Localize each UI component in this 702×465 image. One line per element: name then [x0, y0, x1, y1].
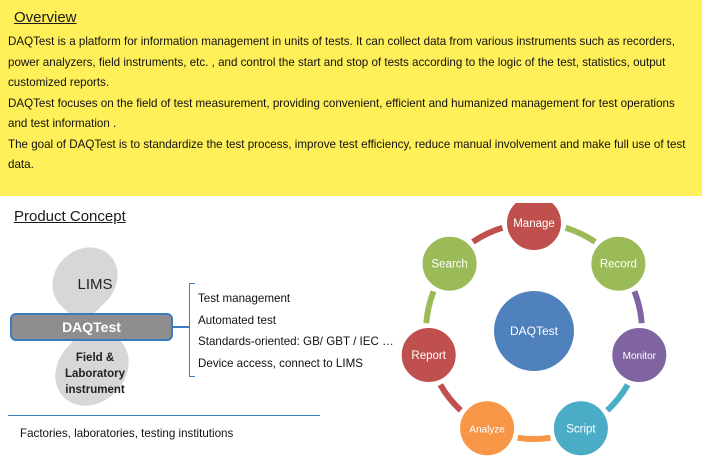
cycle-arc — [437, 383, 463, 413]
cycle-node-record — [589, 234, 648, 293]
cycle-arc — [605, 383, 631, 413]
cycle-node-label: Report — [411, 350, 446, 362]
cycle-arc — [631, 290, 645, 324]
overview-panel: Overview DAQTest is a platform for infor… — [0, 0, 702, 196]
field-label-line: Field & — [75, 352, 115, 364]
cycle-node-search — [420, 234, 479, 293]
overview-paragraph-2: DAQTest focuses on the field of test mea… — [8, 96, 675, 131]
divider-line — [8, 415, 320, 416]
feature-bracket — [189, 283, 195, 377]
cycle-node-manage — [505, 203, 563, 252]
cycle-arc — [517, 434, 551, 443]
cycle-arcs — [423, 224, 645, 443]
field-label-line: instrument — [65, 384, 125, 396]
cycle-node-label: Analyze — [469, 424, 505, 435]
cycle-arc — [423, 290, 437, 324]
cycle-node-report — [399, 326, 458, 384]
feature-item: Automated test — [198, 313, 276, 327]
cycle-center-circle — [494, 291, 574, 371]
lims-label: LIMS — [77, 276, 113, 293]
cycle-arc — [564, 224, 597, 245]
cycle-node-label: Record — [600, 259, 637, 271]
cycle-node-label: Script — [566, 423, 596, 435]
overview-title: Overview — [14, 9, 77, 26]
cycle-center-label: DAQTest — [510, 324, 559, 338]
field-instrument-label: Field & Laboratory instrument — [50, 350, 140, 398]
connector-line — [173, 326, 189, 328]
cycle-arc — [471, 224, 504, 245]
feature-item: Device access, connect to LIMS — [198, 356, 363, 370]
feature-item: Test management — [198, 292, 291, 305]
overview-paragraph-1: DAQTest is a platform for information ma… — [8, 35, 675, 89]
field-label-line: Laboratory — [64, 368, 126, 380]
cycle-node-label: Search — [431, 259, 467, 271]
feature-list: Test management Automated test Standards… — [198, 288, 394, 374]
cycle-node-analyze — [458, 399, 517, 458]
cycle-node-script — [551, 399, 610, 458]
daqtest-bar: DAQTest — [10, 313, 173, 341]
product-concept-title: Product Concept — [14, 208, 126, 225]
footer-text: Factories, laboratories, testing institu… — [20, 427, 234, 440]
cycle-center: DAQTest — [494, 291, 574, 371]
feature-item: Standards-oriented: GB/ GBT / IEC … — [198, 335, 394, 348]
cycle-node-label: Monitor — [623, 351, 657, 362]
overview-paragraph-3: The goal of DAQTest is to standardize th… — [8, 137, 686, 172]
cycle-node-label: Manage — [513, 218, 555, 230]
cycle-node-monitor — [610, 326, 669, 384]
